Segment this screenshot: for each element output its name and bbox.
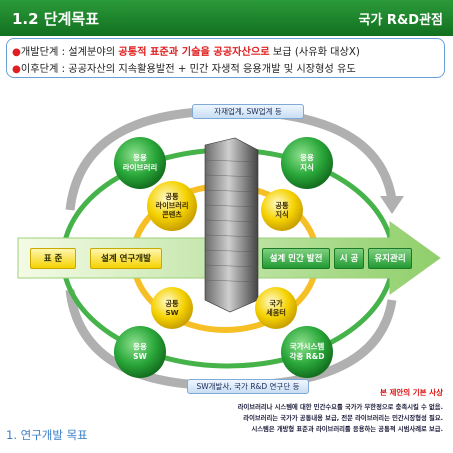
label-line: 지식 — [300, 163, 314, 172]
header-bar — [0, 0, 453, 36]
design-dev-box: 설계 연구개발 — [90, 248, 162, 269]
label-line: 지식 — [275, 210, 289, 219]
notes-block: 라이브러리나 시스템에 대한 민간수요를 국가가 무한정으로 충족시킬 수 없음… — [238, 402, 443, 435]
outer-arc-bottom-left — [65, 289, 201, 390]
green-circle-bottom-right-label: 국가시스템 각종 R&D — [281, 342, 333, 362]
yellow-circle-top-left — [147, 181, 197, 231]
yellow-circle-top-right-label: 공통 지식 — [261, 201, 303, 219]
goal-line-1: ●개발단계 : 설계분야의 공통적 표준과 기술을 공공자산으로 보급 (사유화… — [12, 43, 360, 58]
market-box: 시 공 — [334, 248, 364, 269]
yellow-circle-bottom-left-label: 공통 SW — [151, 299, 193, 317]
green-circle-bottom-right — [281, 326, 333, 378]
green-circle-bottom-left-label: 응용 SW — [114, 342, 166, 362]
green-circle-top-left-label: 응용 라이브러리 — [114, 153, 166, 173]
standard-box: 표 준 — [30, 248, 76, 269]
label-line: 세움터 — [266, 308, 286, 317]
green-circle-bottom-left — [114, 326, 166, 378]
outer-arc-top-left — [65, 107, 201, 211]
label-line: 응용 — [133, 342, 147, 351]
building-windows — [204, 159, 259, 283]
green-circle-top-right-label: 응용 지식 — [281, 153, 333, 173]
green-circle-top-right — [281, 137, 333, 189]
label-line: 국가시스템 — [289, 342, 325, 351]
label-line: 콘텐츠 — [162, 210, 182, 219]
label-line: 응용 — [300, 153, 314, 162]
label-line: 공통 — [165, 299, 179, 308]
note-line: 시스템은 개방형 표준과 라이브러리를 응용하는 공통적 시범사례로 보급. — [251, 426, 443, 433]
label-line: 공통 — [275, 201, 289, 210]
top-tag: 자재업계, SW업계 등 — [192, 104, 304, 119]
yellow-circle-bottom-right — [255, 287, 297, 329]
goal-line-2: ●이후단계 : 공공자산의 지속활용발전 + 민간 자생적 응용개발 및 시장형… — [12, 60, 356, 75]
label-line: 라이브러리 — [122, 163, 158, 172]
label-line: 응용 — [133, 153, 147, 162]
outer-arc-arrowhead — [380, 196, 404, 214]
section-title: 1. 연구개발 목표 — [6, 428, 88, 442]
yellow-circle-bottom-right-label: 국가 세움터 — [255, 299, 297, 317]
label-line: SW — [133, 352, 147, 361]
header-subtitle: 국가 R&D관점 — [358, 13, 443, 28]
label-line: 각종 R&D — [289, 352, 325, 361]
label-line: 국가 — [269, 299, 283, 308]
goal-line-1-highlight: 공통적 표준과 기술을 공공자산으로 — [118, 47, 270, 58]
label-line: 라이브러리 — [155, 201, 189, 210]
building-icon — [204, 137, 259, 313]
private-dev-box: 설계 민간 발전 — [262, 248, 330, 269]
bullet-icon: ● — [12, 47, 21, 58]
goals-box — [6, 38, 445, 78]
maintenance-box: 유지관리 — [368, 248, 412, 269]
goal-line-2-text: 이후단계 : 공공자산의 지속활용발전 + 민간 자생적 응용개발 및 시장형성… — [20, 64, 356, 75]
label-line: SW — [165, 308, 179, 317]
green-circle-top-left — [114, 137, 166, 189]
yellow-circle-bottom-left — [151, 287, 193, 329]
page-title: 1.2 단계목표 — [12, 10, 99, 28]
goal-line-1-prefix: 개발단계 : 설계분야의 — [20, 47, 119, 58]
yellow-circle-top-right — [261, 189, 303, 231]
note-line: 라이브러리는 국가가 공통내용 보급, 전문 라이브러리는 민간시장형성 필요. — [243, 415, 443, 422]
note-line: 라이브러리나 시스템에 대한 민간수요를 국가가 무한정으로 충족시킬 수 없음… — [237, 404, 443, 411]
diagram-caption: 본 제안의 기본 사상 — [379, 388, 443, 397]
yellow-circle-top-left-label: 공통 라이브러리 콘텐츠 — [145, 192, 199, 219]
bullet-icon: ● — [12, 64, 21, 75]
label-line: 공통 — [165, 192, 179, 201]
goal-line-1-suffix: 보급 (사유화 대상X) — [269, 47, 360, 58]
bottom-tag: SW개발사, 국가 R&D 연구단 등 — [187, 379, 309, 394]
